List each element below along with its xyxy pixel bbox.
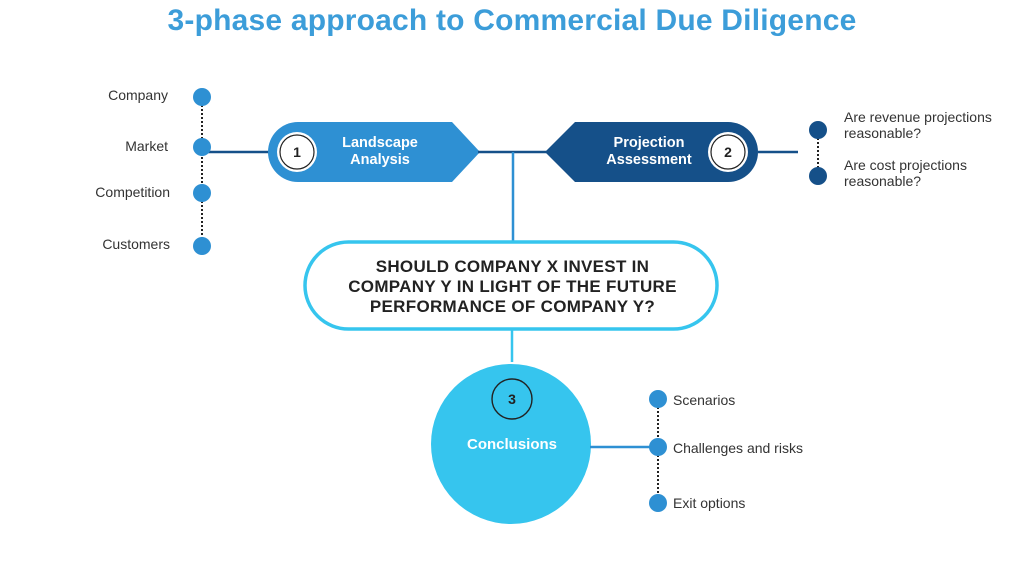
phase1-shape[interactable] [268, 122, 480, 182]
phase1-item-market: Market [125, 138, 168, 154]
phase1-label-line1: Landscape [342, 135, 418, 151]
phase2-item-cost: Are cost projections reasonable? [844, 157, 967, 189]
phase1-number-badge [277, 132, 317, 172]
phase3-number-ring [491, 378, 533, 420]
phase2-shape[interactable] [545, 122, 758, 182]
challenges-dot [649, 438, 667, 456]
phase1-item-customers: Customers [102, 236, 170, 252]
question-line3: PERFORMANCE OF COMPANY Y? [369, 297, 656, 316]
phase2-item-revenue-line1: Are revenue projections [844, 109, 992, 125]
revenue-dot [809, 121, 827, 139]
phase2-item-revenue-line2: reasonable? [844, 125, 922, 141]
central-question: SHOULD COMPANY X INVEST IN COMPANY Y IN … [320, 257, 705, 317]
phase1-label-line2: Analysis [350, 152, 410, 168]
phase3-item-scenarios: Scenarios [673, 392, 736, 408]
phase3-item-challenges: Challenges and risks [673, 440, 803, 456]
question-box [303, 240, 719, 331]
customers-dot [193, 237, 211, 255]
phase1-item-company: Company [108, 87, 168, 103]
phase2-label-line1: Projection [613, 135, 685, 151]
phase2-item-revenue: Are revenue projections reasonable? [844, 109, 992, 141]
phase2-number: 2 [724, 144, 732, 160]
phase3-label: Conclusions [466, 436, 557, 453]
phase3-number: 3 [508, 391, 516, 407]
scenarios-dot [649, 390, 667, 408]
phase2-item-cost-line1: Are cost projections [844, 157, 967, 173]
phase1-item-competition: Competition [95, 184, 170, 200]
page-title: 3-phase approach to Commercial Due Dilig… [167, 4, 857, 37]
company-dot [193, 88, 211, 106]
question-line2: COMPANY Y IN LIGHT OF THE FUTURE [348, 277, 677, 296]
phase2-label-line2: Assessment [606, 152, 692, 168]
phase1-label: Landscape Analysis [330, 135, 430, 169]
cost-dot [809, 167, 827, 185]
phase2-number-ring [710, 134, 746, 170]
phase2-item-cost-line2: reasonable? [844, 173, 922, 189]
market-dot [193, 138, 211, 156]
question-line1: SHOULD COMPANY X INVEST IN [375, 257, 650, 276]
exit-options-dot [649, 494, 667, 512]
competition-dot [193, 184, 211, 202]
phase2-number-badge [708, 132, 748, 172]
phase1-number-ring [279, 134, 315, 170]
phase2-label: Projection Assessment [595, 135, 703, 169]
phase3-circle[interactable] [431, 364, 591, 524]
phase1-number: 1 [293, 144, 301, 160]
phase3-item-exit-options: Exit options [673, 495, 746, 511]
